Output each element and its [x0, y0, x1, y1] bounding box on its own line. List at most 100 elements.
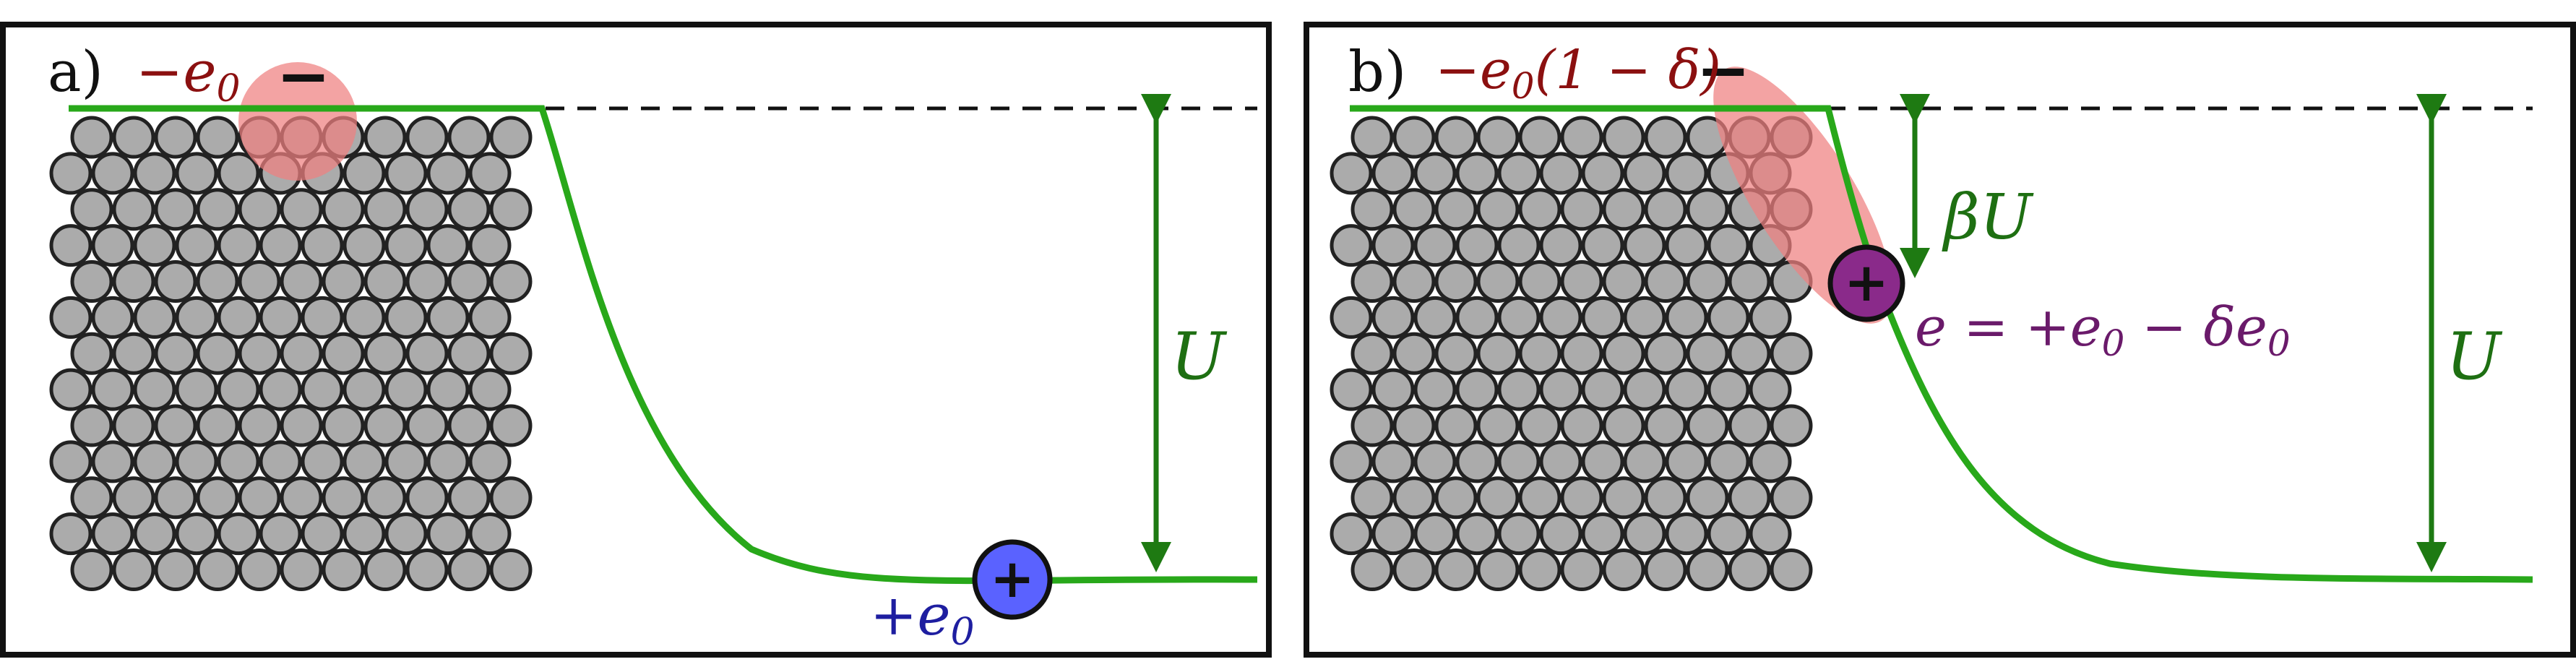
- panel-a-atom: [280, 476, 323, 520]
- panel-b-atom: [1665, 440, 1708, 483]
- panel-a-atom: [259, 440, 302, 483]
- panel-a-atom: [280, 260, 323, 304]
- panel-a-atom: [112, 260, 155, 304]
- panel-a-atom: [384, 152, 428, 195]
- panel-a-atom: [91, 440, 134, 483]
- panel-a-atom: [322, 548, 365, 592]
- panel-a-atom: [112, 332, 155, 375]
- panel-a-atom: [384, 296, 428, 339]
- panel-a-atom: [112, 404, 155, 447]
- panel-a-atom: [301, 440, 344, 483]
- panel-a-atom: [217, 440, 260, 483]
- panel-b-atom: [1371, 440, 1415, 483]
- panel-a-positive-ion: [972, 539, 1053, 620]
- panel-a-atom: [154, 260, 197, 304]
- panel-a-atom: [217, 152, 260, 195]
- panel-a-atom: [259, 512, 302, 556]
- panel-a-atom: [112, 116, 155, 159]
- panel-b-atom: [1434, 260, 1478, 304]
- panel-b-atom: [1644, 404, 1687, 447]
- panel-a-atom: [196, 260, 239, 304]
- panel-b-atom: [1770, 476, 1813, 520]
- panel-b-atom: [1392, 548, 1436, 592]
- panel-b-atom: [1351, 476, 1394, 520]
- panel-a-atom: [175, 224, 218, 267]
- panel-a-negative-charge-cloud: [238, 62, 357, 181]
- panel-b-atom: [1707, 224, 1750, 267]
- panel-a-atom: [489, 548, 533, 592]
- panel-b-atom: [1434, 404, 1478, 447]
- panel-a-atom: [91, 152, 134, 195]
- panel-a-atom: [405, 332, 449, 375]
- panel-b-atom: [1351, 332, 1394, 375]
- panel-b-atom: [1413, 368, 1457, 411]
- panel-b-atom: [1518, 188, 1561, 231]
- panel-a-atom: [405, 476, 449, 520]
- panel-a-atom: [238, 476, 281, 520]
- panel-a-atom: [217, 368, 260, 411]
- panel-a-atom: [447, 476, 491, 520]
- panel-a-atom: [91, 512, 134, 556]
- panel-a-atom: [175, 368, 218, 411]
- panel-b-atom: [1560, 476, 1603, 520]
- panel-b-atom: [1644, 116, 1687, 159]
- panel-b-atom: [1497, 368, 1541, 411]
- panel-b-atom: [1476, 332, 1520, 375]
- panel-a-atom: [363, 116, 407, 159]
- panel-b-atom: [1623, 440, 1666, 483]
- panel-a-atom: [91, 224, 134, 267]
- panel-b-atom: [1623, 224, 1666, 267]
- panel-b-atom: [1434, 188, 1478, 231]
- panel-a-atom: [154, 476, 197, 520]
- panel-b-atom: [1455, 224, 1499, 267]
- panel-a-atom: [133, 152, 176, 195]
- panel-a-atom: [49, 440, 92, 483]
- panel-b-atom: [1644, 476, 1687, 520]
- panel-b-atom: [1455, 368, 1499, 411]
- panel-b-atom: [1330, 368, 1373, 411]
- panel-a-atom: [133, 296, 176, 339]
- panel-b-atom: [1413, 224, 1457, 267]
- panel-b-atom: [1581, 512, 1624, 556]
- panel-a-atom: [196, 404, 239, 447]
- panel-a-atom: [468, 368, 512, 411]
- panel-b-positive-ion-sign: +: [1844, 251, 1889, 314]
- panel-b-atom: [1539, 224, 1582, 267]
- panel-b-atom: [1497, 512, 1541, 556]
- panel-a-atom: [217, 224, 260, 267]
- panel-b-atom: [1749, 512, 1792, 556]
- panel-b-atom: [1707, 296, 1750, 339]
- panel-a-atom: [322, 404, 365, 447]
- panel-a-atom: [154, 404, 197, 447]
- panel-a-atom: [447, 260, 491, 304]
- panel-b-atom: [1686, 548, 1729, 592]
- panel-a-atom: [154, 548, 197, 592]
- panel-b-atom: [1497, 152, 1541, 195]
- panel-b-atom: [1330, 512, 1373, 556]
- panel-a-atom: [426, 224, 470, 267]
- panel-a-atom: [280, 404, 323, 447]
- panel-a-atom: [363, 188, 407, 231]
- panel-a-atom: [91, 296, 134, 339]
- panel-a-atom: [322, 332, 365, 375]
- panel-b-atom: [1749, 440, 1792, 483]
- panel-a-atom: [343, 224, 386, 267]
- panel-b-atom: [1707, 512, 1750, 556]
- panel-b-atom: [1476, 116, 1520, 159]
- panel-b-atom: [1581, 440, 1624, 483]
- panel-a-atom: [196, 476, 239, 520]
- panel-a-atom: [280, 548, 323, 592]
- panel-b-atom: [1351, 260, 1394, 304]
- panel-a-atom: [238, 188, 281, 231]
- panel-b-atom: [1413, 152, 1457, 195]
- panel-b-atom: [1623, 152, 1666, 195]
- panel-b-atom: [1560, 332, 1603, 375]
- panel-b-atom: [1518, 476, 1561, 520]
- panel-a-atom: [468, 440, 512, 483]
- panel-b-atom: [1351, 116, 1394, 159]
- panel-a-atom: [426, 512, 470, 556]
- panel-b-atom: [1434, 116, 1478, 159]
- panel-a-atom-lattice: [49, 116, 533, 592]
- panel-a-atom: [301, 224, 344, 267]
- panel-a-atom: [384, 368, 428, 411]
